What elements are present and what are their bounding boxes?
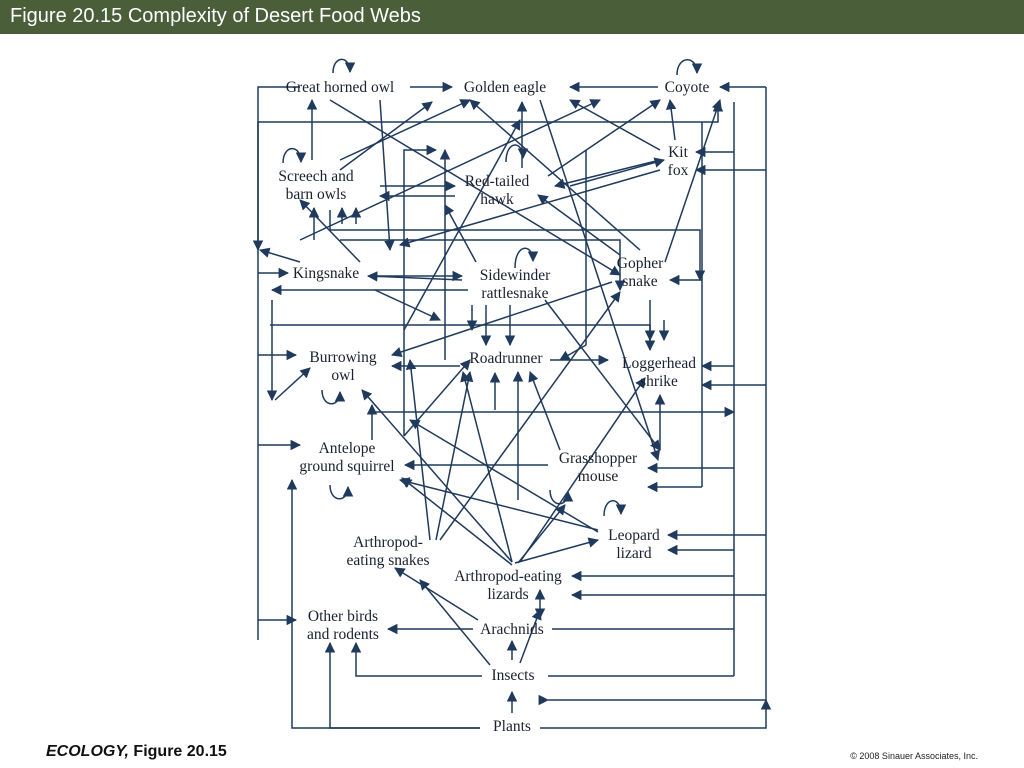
svg-text:Great horned owl: Great horned owl [286, 79, 394, 96]
node-antelope-ground-squirrel: Antelope ground squirrel [299, 440, 394, 475]
node-burrowing-owl: Burrowing owl [309, 349, 376, 384]
svg-text:fox: fox [668, 162, 689, 179]
svg-text:Arachnids: Arachnids [480, 621, 544, 638]
svg-text:Kingsnake: Kingsnake [293, 265, 359, 282]
svg-text:ground squirrel: ground squirrel [299, 458, 394, 475]
svg-text:Arthropod-: Arthropod- [353, 534, 423, 551]
node-coyote: Coyote [665, 79, 710, 96]
node-red-tailed-hawk: Red-tailed hawk [465, 173, 530, 208]
svg-text:barn owls: barn owls [286, 186, 347, 203]
svg-text:rattlesnake: rattlesnake [481, 285, 548, 302]
node-sidewinder-rattlesnake: Sidewinder rattlesnake [480, 267, 551, 302]
node-arachnids: Arachnids [480, 621, 544, 638]
svg-text:Burrowing: Burrowing [309, 349, 376, 366]
svg-text:Other birds: Other birds [308, 608, 378, 625]
svg-text:Coyote: Coyote [665, 79, 710, 96]
svg-text:Plants: Plants [493, 718, 531, 735]
node-grasshopper-mouse: Grasshopper mouse [559, 450, 638, 485]
node-arthropod-eating-snakes: Arthropod- eating snakes [346, 534, 429, 569]
node-roadrunner: Roadrunner [469, 350, 543, 367]
title-bar: Figure 20.15 Complexity of Desert Food W… [0, 0, 1024, 34]
node-arthropod-eating-lizards: Arthropod-eating lizards [454, 568, 562, 603]
svg-text:Golden eagle: Golden eagle [464, 79, 546, 96]
svg-text:Arthropod-eating: Arthropod-eating [454, 568, 562, 585]
svg-text:Gopher: Gopher [617, 255, 664, 272]
node-loggerhead-shrike: Loggerhead shrike [622, 355, 696, 390]
svg-text:Antelope: Antelope [319, 440, 376, 457]
svg-text:mouse: mouse [578, 468, 619, 485]
svg-text:snake: snake [622, 273, 657, 290]
svg-text:eating snakes: eating snakes [346, 552, 429, 569]
svg-text:shrike: shrike [640, 373, 678, 390]
node-gopher-snake: Gopher snake [617, 255, 664, 290]
svg-text:Insects: Insects [491, 667, 534, 684]
node-insects: Insects [491, 667, 534, 684]
svg-text:Roadrunner: Roadrunner [469, 350, 543, 367]
svg-text:Grasshopper: Grasshopper [559, 450, 638, 467]
copyright-notice: © 2008 Sinauer Associates, Inc. [850, 751, 978, 761]
figure-number: Figure 20.15 [128, 743, 227, 760]
food-web-links [252, 58, 772, 729]
node-plants: Plants [493, 718, 531, 735]
node-screech-barn-owls: Screech and barn owls [278, 168, 354, 203]
svg-text:Sidewinder: Sidewinder [480, 267, 551, 284]
svg-text:and rodents: and rodents [307, 626, 379, 643]
node-kingsnake: Kingsnake [293, 265, 359, 282]
svg-text:lizards: lizards [487, 586, 528, 603]
svg-text:Kit: Kit [668, 144, 689, 161]
book-title: ECOLOGY, [46, 743, 129, 760]
node-kit-fox: Kit fox [668, 144, 689, 179]
svg-text:hawk: hawk [480, 191, 514, 208]
node-great-horned-owl: Great horned owl [286, 79, 394, 96]
figure-title: Figure 20.15 Complexity of Desert Food W… [10, 5, 421, 27]
node-golden-eagle: Golden eagle [464, 79, 546, 96]
svg-text:Leopard: Leopard [608, 527, 660, 544]
svg-text:owl: owl [331, 367, 354, 384]
svg-text:Screech and: Screech and [278, 168, 354, 185]
svg-text:Loggerhead: Loggerhead [622, 355, 696, 372]
node-leopard-lizard: Leopard lizard [608, 527, 660, 562]
node-other-birds-rodents: Other birds and rodents [307, 608, 379, 643]
svg-text:lizard: lizard [616, 545, 652, 562]
svg-text:Red-tailed: Red-tailed [465, 173, 530, 190]
figure-credit: ECOLOGY, Figure 20.15 [46, 743, 227, 761]
